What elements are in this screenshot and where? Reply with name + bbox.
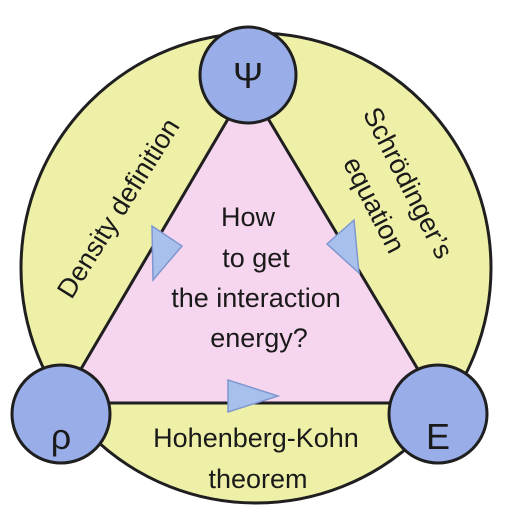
arrow-right-edge <box>325 218 360 275</box>
center-question-line-2: to get <box>222 243 290 273</box>
center-question-line-4: energy? <box>210 323 308 353</box>
center-question-line-3: the interaction <box>171 283 341 313</box>
node-energy <box>387 363 489 465</box>
center-question-line-1: How <box>221 202 276 232</box>
node-energy-label: E <box>426 416 450 457</box>
node-psi <box>198 25 298 125</box>
node-rho-label: ρ <box>51 416 71 457</box>
node-rho <box>10 363 112 465</box>
arrow-bottom-edge <box>227 378 281 414</box>
edge-label-hohenberg-kohn-line-2: theorem <box>208 464 307 494</box>
arrow-left-edge <box>151 224 184 282</box>
node-psi-label: Ψ <box>233 55 263 96</box>
edge-label-hohenberg-kohn-line-1: Hohenberg-Kohn <box>153 423 359 453</box>
